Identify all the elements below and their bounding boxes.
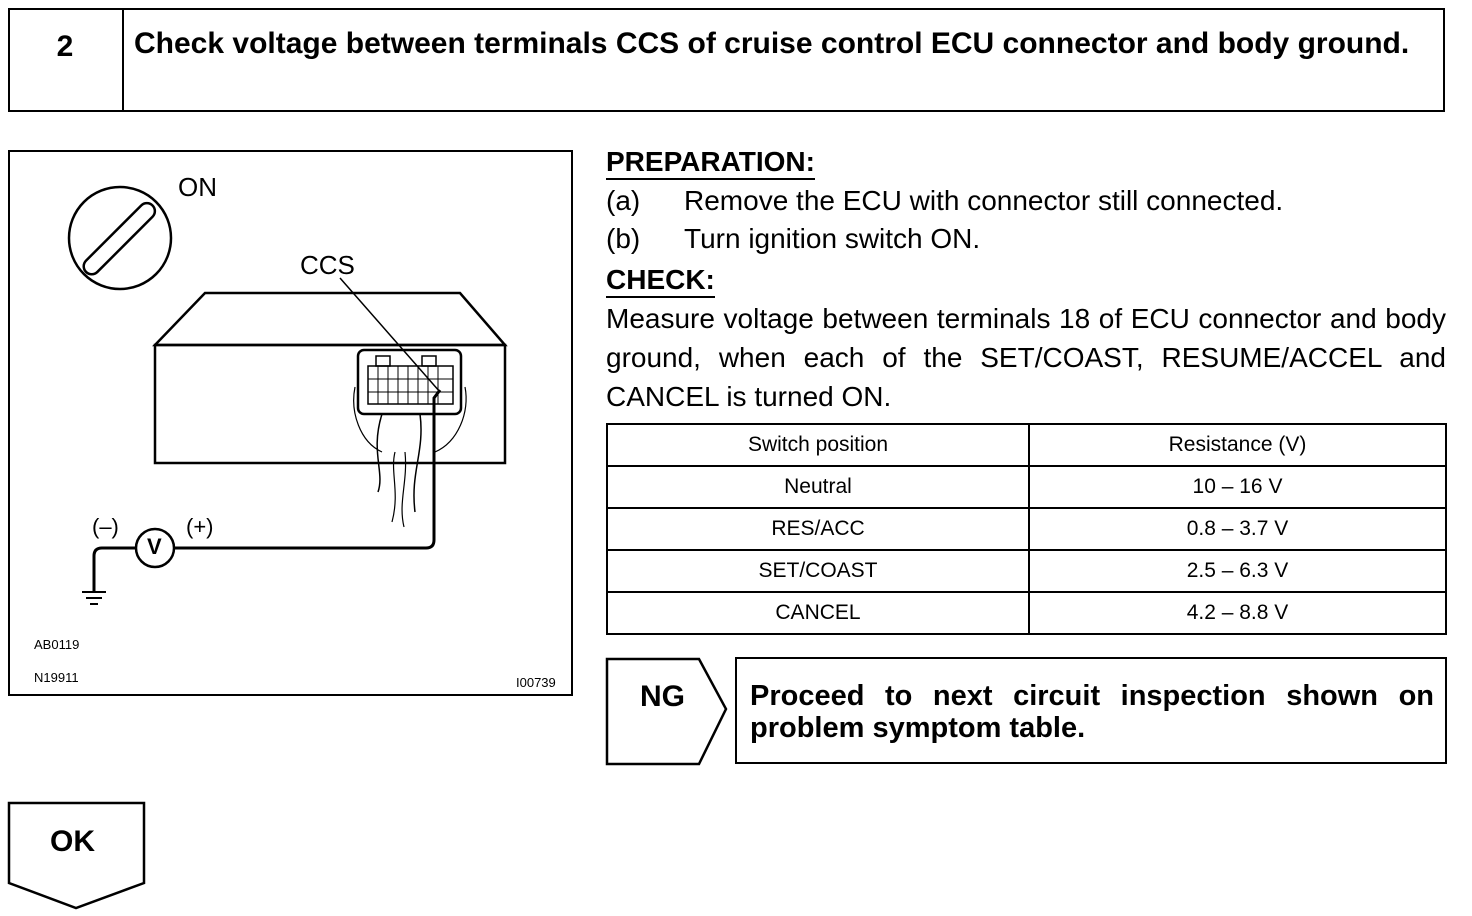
ecu-diagram [67, 185, 508, 605]
table-header-cell: Resistance (V) [1028, 423, 1447, 467]
preparation-step-b: (b) Turn ignition switch ON. [606, 222, 980, 256]
table-cell: CANCEL [606, 591, 1030, 635]
preparation-step-a: (a) Remove the ECU with connector still c… [606, 184, 1283, 218]
step-text: Turn ignition switch ON. [684, 223, 981, 254]
table-header-row: Switch position Resistance (V) [606, 423, 1447, 467]
ok-arrow-shape [7, 801, 146, 910]
preparation-heading: PREPARATION: [606, 146, 815, 180]
ccs-terminal-label: CCS [300, 250, 355, 280]
ground-icon [82, 591, 106, 605]
ng-action-text: Proceed to next circuit inspection shown… [750, 680, 1434, 744]
ccs-pointer-line [339, 277, 441, 393]
check-heading: CHECK: [606, 264, 715, 298]
positive-terminal-label: (+) [186, 514, 214, 539]
ok-label: OK [50, 825, 95, 858]
voltage-spec-table: Switch position Resistance (V) Neutral 1… [606, 423, 1447, 635]
table-cell: 4.2 – 8.8 V [1028, 591, 1447, 635]
table-header-cell: Switch position [606, 423, 1030, 467]
table-cell: RES/ACC [606, 507, 1030, 551]
ng-action-box [735, 657, 1447, 764]
ng-label: NG [640, 680, 685, 713]
step-header-box [8, 8, 1445, 112]
probe-wire [92, 389, 442, 592]
ecu-unit-icon [152, 291, 508, 465]
table-cell: Neutral [606, 465, 1030, 509]
table-cell: 10 – 16 V [1028, 465, 1447, 509]
table-row: SET/COAST 2.5 – 6.3 V [606, 549, 1447, 593]
ignition-on-label: ON [178, 172, 217, 202]
ng-arrow-shape [605, 657, 728, 766]
voltmeter-label: V [147, 534, 162, 559]
table-row: CANCEL 4.2 – 8.8 V [606, 591, 1447, 635]
table-cell: 0.8 – 3.7 V [1028, 507, 1447, 551]
table-row: Neutral 10 – 16 V [606, 465, 1447, 509]
step-title: Check voltage between terminals CCS of c… [134, 27, 1410, 60]
table-cell: SET/COAST [606, 549, 1030, 593]
wiring-figure: ON CCS (–) (+) V AB0119 N19911 I00739 [8, 150, 573, 696]
figure-code-3: I00739 [516, 675, 556, 690]
ignition-switch-icon [67, 185, 173, 291]
step-letter: (b) [606, 223, 641, 254]
table-row: RES/ACC 0.8 – 3.7 V [606, 507, 1447, 551]
step-letter: (a) [606, 185, 641, 216]
figure-code-2: N19911 [34, 670, 79, 685]
table-cell: 2.5 – 6.3 V [1028, 549, 1447, 593]
step-number: 2 [8, 8, 124, 112]
figure-code-1: AB0119 [34, 637, 80, 652]
voltmeter-icon [134, 527, 176, 569]
check-text: Measure voltage between terminals 18 of … [606, 303, 1446, 412]
negative-terminal-label: (–) [92, 514, 119, 539]
ecu-connector-icon [353, 348, 467, 528]
step-text: Remove the ECU with connector still conn… [684, 185, 1284, 216]
